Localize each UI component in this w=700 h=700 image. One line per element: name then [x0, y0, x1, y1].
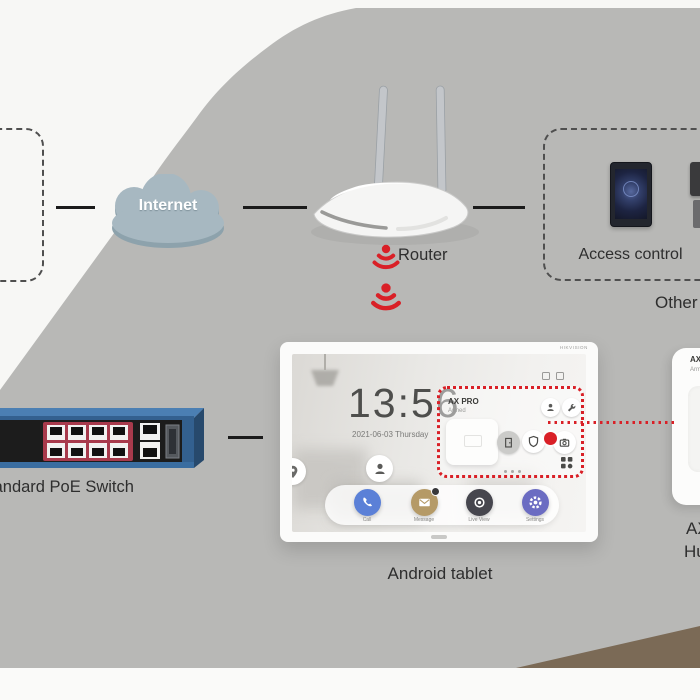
tablet-screen: 13:56 2021-06-03 Thursday AX PRO Armed: [292, 354, 586, 532]
hub-card-title: AX PRO: [690, 355, 700, 364]
wrench-icon: [567, 404, 576, 412]
tablet-caption: Android tablet: [387, 564, 493, 583]
hikvision-logo-text: HIKVISION: [559, 345, 588, 350]
shield-button[interactable]: [522, 430, 545, 453]
app-message-button[interactable]: Message: [349, 487, 499, 523]
hub-label-line2: Hub: [684, 542, 700, 561]
alert-dot: [544, 432, 557, 445]
axpro-widget[interactable]: AX PRO Armed: [437, 386, 584, 478]
router-label: Router: [398, 246, 448, 264]
connector-internet-router: [243, 206, 307, 209]
connector-router-access: [473, 206, 525, 209]
envelope-icon: [418, 498, 430, 507]
shield-icon: [528, 435, 539, 448]
door-icon: [505, 437, 512, 448]
left-device-box: [0, 128, 44, 282]
fingerprint-ring-icon: [623, 181, 639, 198]
wifi-signal-icon: [372, 244, 400, 270]
location-icon: [292, 465, 297, 478]
app-liveview-button[interactable]: Live View: [404, 489, 554, 523]
widget-status: Armed: [448, 408, 466, 414]
secondary-access-device: [690, 162, 700, 196]
connector-box-internet: [56, 206, 95, 209]
scene-button[interactable]: [292, 458, 306, 485]
widget-user-button[interactable]: [541, 398, 560, 417]
app-label: Message: [413, 517, 435, 523]
internet-cloud: Internet: [104, 174, 232, 250]
access-control-label: Access control: [578, 246, 683, 263]
red-dotted-connector: [548, 421, 674, 424]
android-tablet: HIKVISION 13:56 2021-06-03 Thursday: [280, 342, 598, 542]
door-button[interactable]: [497, 431, 520, 454]
screen-status-icons[interactable]: [542, 372, 564, 380]
hub-thumbnail: [446, 419, 498, 465]
phone-icon: [362, 497, 372, 507]
app-label: Call: [362, 517, 372, 523]
camera-button[interactable]: [553, 431, 576, 454]
camera-icon: [559, 438, 570, 447]
connector-switch-tablet: [228, 436, 263, 439]
other-devices-label: Other: [655, 293, 698, 312]
contacts-button[interactable]: [366, 455, 393, 482]
router-image: [311, 85, 479, 245]
notification-badge: [430, 487, 440, 496]
brown-wedge: [516, 626, 700, 668]
app-settings-button[interactable]: Settings: [460, 489, 586, 523]
app-label: Live View: [468, 517, 490, 523]
widget-title: AX PRO: [448, 397, 479, 406]
app-label: Settings: [525, 517, 545, 523]
hub-label-line1: AX PRO: [686, 519, 700, 538]
cloud-icon: [112, 174, 224, 248]
bezel-logo: [431, 535, 447, 539]
access-control-box: [543, 128, 700, 281]
access-control-device: [610, 162, 652, 227]
internet-label: Internet: [138, 197, 198, 214]
page-dots: [504, 470, 521, 473]
secondary-access-device-bracket: [693, 200, 700, 228]
uplink-ports: [140, 423, 160, 459]
router-antenna-right: [435, 85, 447, 195]
app-dock: Call Message: [325, 485, 559, 525]
gear-icon: [528, 496, 542, 509]
wifi-signal-icon: [371, 283, 401, 311]
poe-switch-label: Standard PoE Switch: [0, 478, 134, 496]
widget-settings-button[interactable]: [562, 398, 581, 417]
lens-icon: [473, 497, 485, 508]
poe-switch-image: [0, 408, 204, 468]
hub-device-thumbnail: [688, 386, 700, 472]
person-icon: [374, 463, 385, 474]
hub-card: AX PRO Armed: [672, 348, 700, 505]
bottom-white-strip: [0, 668, 700, 700]
widget-grid-icon[interactable]: [561, 457, 573, 469]
clock-date: 2021-06-03 Thursday: [352, 430, 429, 439]
router-antenna-left: [373, 85, 388, 195]
app-call-button[interactable]: Call: [292, 489, 442, 523]
person-icon: [547, 403, 554, 411]
hub-card-status: Armed: [690, 367, 700, 373]
